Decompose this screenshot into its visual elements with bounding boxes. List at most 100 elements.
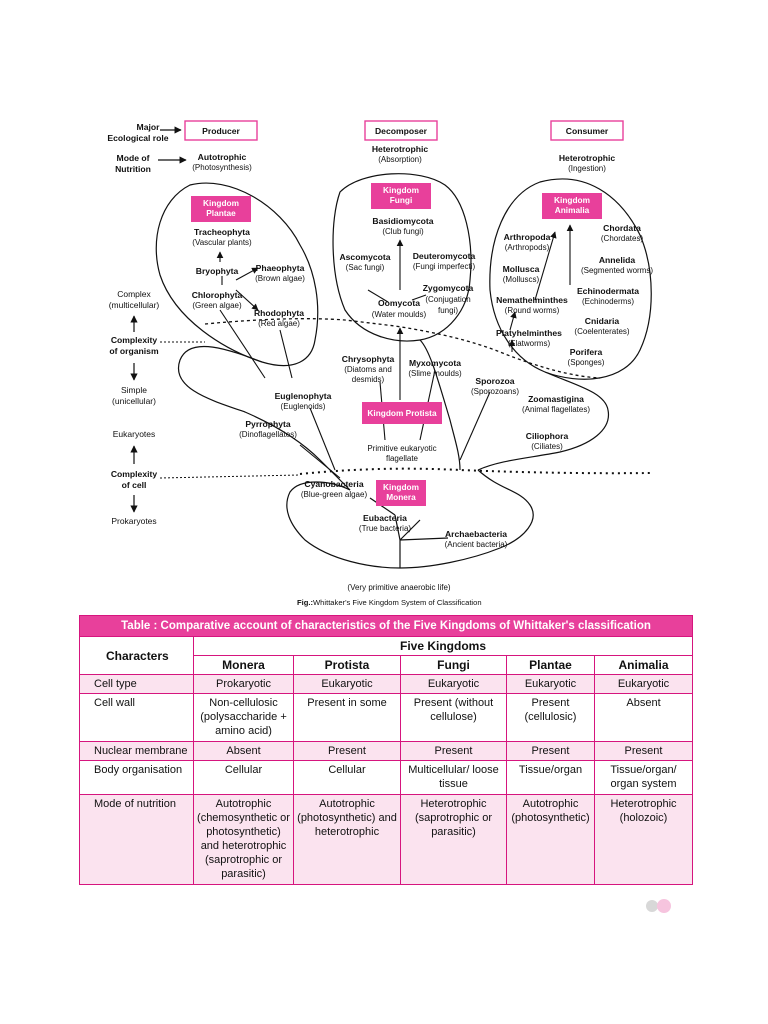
eukaryote-organism-boundary bbox=[204, 318, 601, 379]
side-scale: Complex (multicellular) Complexity of or… bbox=[109, 289, 301, 526]
table-row-nuclear-membrane: Nuclear membrane Absent Present Present … bbox=[79, 741, 694, 761]
kingdom-header-protista: Protista bbox=[293, 655, 401, 675]
table-cell: Heterotrophic (holozoic) bbox=[593, 794, 694, 885]
row-label: Cell wall bbox=[79, 693, 194, 742]
myxomycota-label: Myxomycota bbox=[409, 358, 461, 368]
platyhelminthes-label: Platyhelminthes bbox=[496, 328, 562, 338]
monera-taxa: Cyanobacteria (Blue-green algae) Eubacte… bbox=[301, 479, 508, 549]
gray-dot-icon bbox=[646, 900, 658, 912]
nemathelminthes-sub: (Round worms) bbox=[505, 306, 560, 315]
table-cell: Autotrophic (photosynthetic) bbox=[506, 794, 595, 885]
tracheophyta-label: Tracheophyta bbox=[194, 227, 250, 237]
table-row-cell-type: Cell type Prokaryotic Eukaryotic Eukaryo… bbox=[79, 674, 694, 694]
table-cell: Present (without cellulose) bbox=[400, 693, 507, 742]
consumer-label: Consumer bbox=[566, 126, 609, 136]
deuteromycota-label: Deuteromycota bbox=[413, 251, 476, 261]
table-cell: Eukaryotic bbox=[400, 674, 507, 694]
figure-caption: Fig.: Whittaker's Five Kingdom System of… bbox=[297, 598, 482, 607]
table-cell: Prokaryotic bbox=[193, 674, 294, 694]
protista-taxa: Chrysophyta (Diatoms and desmids) Myxomy… bbox=[239, 354, 590, 463]
caption-text: Whittaker's Five Kingdom System of Class… bbox=[313, 598, 482, 607]
mode-label-2: Nutrition bbox=[115, 164, 151, 174]
table-cell: Tissue/organ bbox=[506, 760, 595, 795]
kingdom-fungi-label: Kingdom bbox=[383, 185, 419, 195]
echinodermata-label: Echinodermata bbox=[577, 286, 639, 296]
table-cell: Present (cellulosic) bbox=[506, 693, 595, 742]
table-cell: Eukaryotic bbox=[293, 674, 401, 694]
prokaryotes-label: Prokaryotes bbox=[111, 516, 156, 526]
kingdom-protista-box bbox=[362, 402, 442, 424]
kingdom-protista-label: Kingdom Protista bbox=[367, 408, 437, 418]
multicellular-label: (multicellular) bbox=[109, 300, 160, 310]
phaeophyta-sub: (Brown algae) bbox=[255, 274, 305, 283]
cnidaria-label: Cnidaria bbox=[585, 316, 620, 326]
ciliophora-sub: (Ciliates) bbox=[531, 442, 563, 451]
basidiomycota-sub: (Club fungi) bbox=[382, 227, 424, 236]
comparison-table-container: Table : Comparative account of character… bbox=[78, 615, 694, 885]
producer-label: Producer bbox=[202, 126, 240, 136]
chordata-label: Chordata bbox=[603, 223, 641, 233]
pink-dot-icon bbox=[657, 899, 671, 913]
platyhelminthes-sub: (Flatworms) bbox=[508, 339, 551, 348]
connectors bbox=[216, 224, 574, 479]
table-cell: Autotrophic (photosynthetic) and heterot… bbox=[293, 794, 401, 885]
nemathelminthes-label: Nemathelminthes bbox=[496, 295, 568, 305]
table-row-mode-of-nutrition: Mode of nutrition Autotrophic (chemosynt… bbox=[79, 794, 694, 885]
unicellular-label: (unicellular) bbox=[112, 396, 156, 406]
kingdom-animalia-box bbox=[542, 193, 602, 219]
kingdom-fungi-label-2: Fungi bbox=[390, 195, 413, 205]
role-header: Major Ecological role Producer Decompose… bbox=[107, 120, 624, 174]
arthropoda-sub: (Arthropods) bbox=[505, 243, 550, 252]
basidiomycota-label: Basidiomycota bbox=[372, 216, 433, 226]
photosynthesis-label: (Photosynthesis) bbox=[192, 163, 252, 172]
producer-box bbox=[184, 120, 258, 141]
table-cell: Multicellular/ loose tissue bbox=[400, 760, 507, 795]
table-cell: Cellular bbox=[293, 760, 401, 795]
kingdom-monera-label: Kingdom bbox=[383, 482, 419, 492]
fungi-taxa: Basidiomycota (Club fungi) Ascomycota (S… bbox=[339, 216, 475, 319]
zygomycota-sub: (Conjugation bbox=[425, 295, 470, 304]
phaeophyta-label: Phaeophyta bbox=[256, 263, 305, 273]
decomposer-box bbox=[364, 120, 438, 141]
ciliophora-label: Ciliophora bbox=[526, 431, 569, 441]
pyrrophyta-label: Pyrrophyta bbox=[245, 419, 291, 429]
archaebacteria-label: Archaebacteria bbox=[445, 529, 507, 539]
rhodophyta-label: Rhodophyta bbox=[254, 308, 304, 318]
eubacteria-sub: (True bacteria) bbox=[359, 524, 412, 533]
archaebacteria-sub: (Ancient bacteria) bbox=[445, 540, 508, 549]
kingdom-labels: Kingdom Plantae Kingdom Fungi Kingdom An… bbox=[191, 183, 602, 506]
table-cell: Absent bbox=[593, 693, 694, 742]
zygomycota-sub-2: fungi) bbox=[438, 306, 458, 315]
table-cell: Absent bbox=[193, 741, 294, 761]
chordata-sub: (Chordates) bbox=[601, 234, 644, 243]
five-kingdom-comparison-table: Table : Comparative account of character… bbox=[78, 615, 694, 885]
row-label: Mode of nutrition bbox=[79, 794, 194, 885]
kingdom-header-animalia: Animalia bbox=[593, 655, 694, 675]
table-row-cell-wall: Cell wall Non-cellulosic (polysaccharide… bbox=[79, 693, 694, 742]
five-kingdoms-header: Five Kingdoms bbox=[192, 636, 694, 656]
myxomycota-sub: (Slime moulds) bbox=[408, 369, 462, 378]
kingdom-fungi-box bbox=[371, 183, 431, 209]
complex-label: Complex bbox=[117, 289, 151, 299]
autotrophic-label: Autotrophic bbox=[198, 152, 247, 162]
caption-prefix: Fig.: bbox=[297, 598, 313, 607]
mollusca-sub: (Molluscs) bbox=[503, 275, 540, 284]
pyrrophyta-sub: (Dinoflagellates) bbox=[239, 430, 297, 439]
kingdom-header-plantae: Plantae bbox=[506, 655, 595, 675]
heterotrophic-ingestion-label: Heterotrophic bbox=[559, 153, 616, 163]
kingdom-animalia-label-2: Animalia bbox=[555, 205, 590, 215]
table-row-body-organisation: Body organisation Cellular Cellular Mult… bbox=[79, 760, 694, 795]
zoomastigina-sub: (Animal flagellates) bbox=[522, 405, 590, 414]
page-decoration-dots bbox=[644, 898, 676, 914]
primitive-flagellate-label: Primitive eukaryotic bbox=[367, 444, 436, 453]
arthropoda-label: Arthropoda bbox=[504, 232, 551, 242]
deuteromycota-sub: (Fungi imperfecti) bbox=[413, 262, 476, 271]
prokaryote-eukaryote-boundary bbox=[299, 467, 651, 475]
kingdom-header-monera: Monera bbox=[193, 655, 294, 675]
table-cell: Cellular bbox=[193, 760, 294, 795]
major-role-label-2: Ecological role bbox=[107, 133, 168, 143]
table-cell: Tissue/organ/ organ system bbox=[593, 760, 694, 795]
table-cell: Present in some bbox=[293, 693, 401, 742]
row-label: Cell type bbox=[79, 674, 194, 694]
tracheophyta-sub: (Vascular plants) bbox=[192, 238, 252, 247]
